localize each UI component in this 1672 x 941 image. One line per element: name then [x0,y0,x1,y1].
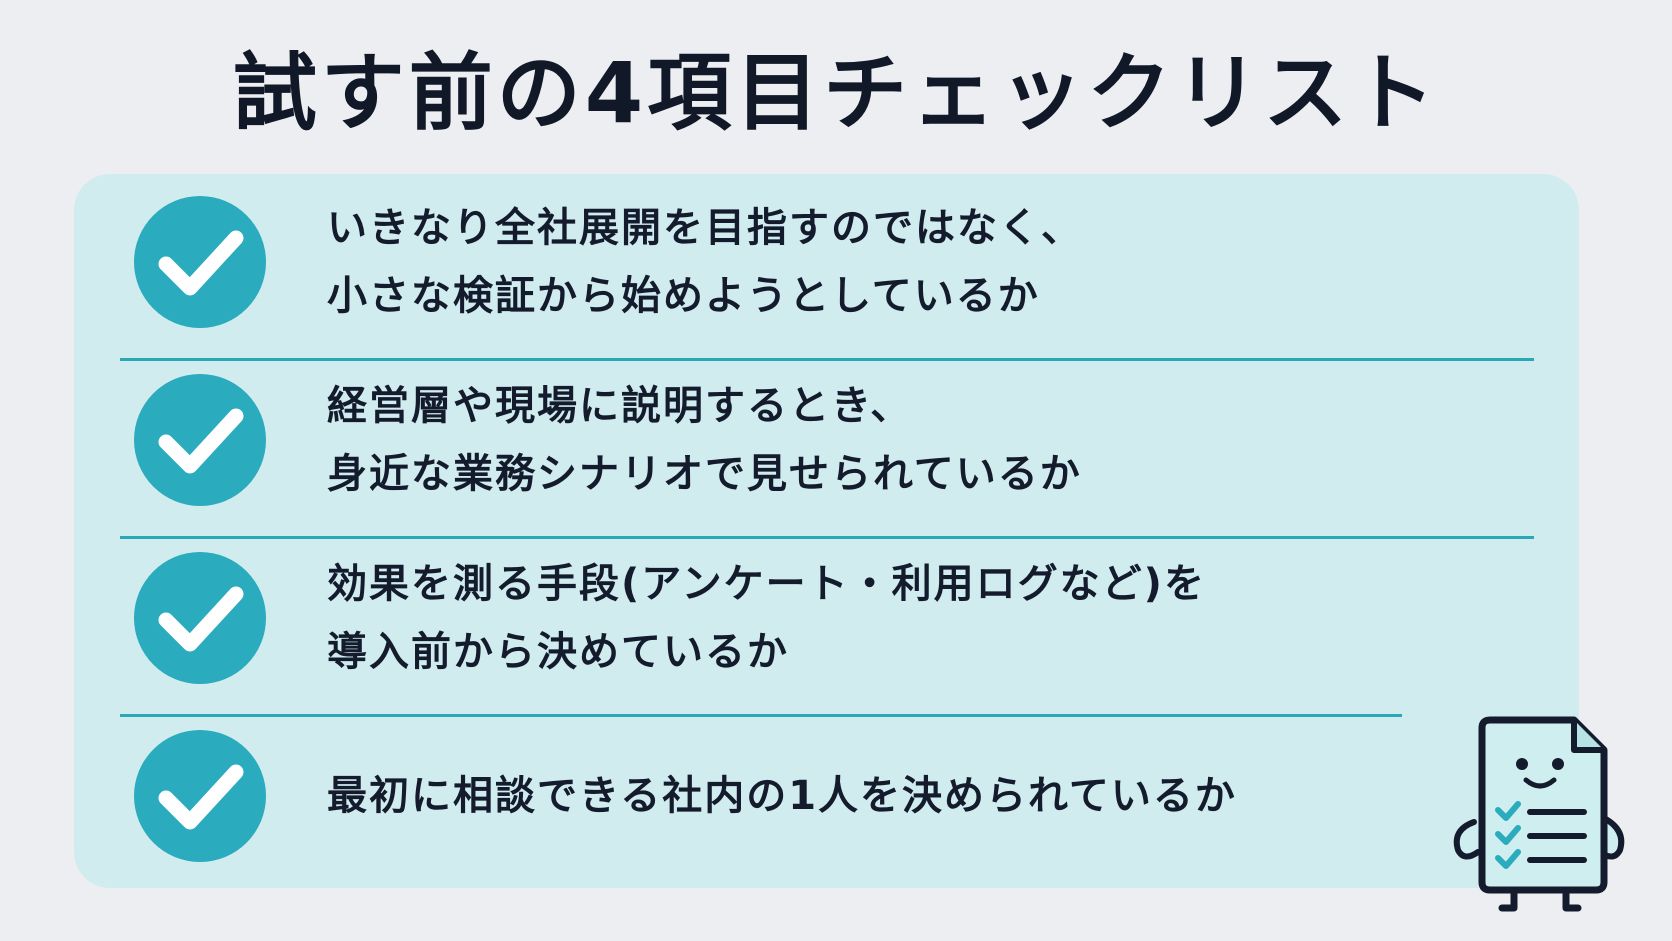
checklist-mascot-icon [1444,712,1634,916]
checklist-item-text: いきなり全社展開を目指すのではなく、 小さな検証から始めようとしているか [327,194,1083,330]
checklist-item-text: 最初に相談できる社内の1人を決められているか [327,762,1237,830]
checklist-item-line-2: 身近な業務シナリオで見せられているか [327,451,1082,497]
divider [120,536,1534,539]
check-circle-icon [134,196,266,328]
check-circle-icon [134,730,266,862]
checklist-card: いきなり全社展開を目指すのではなく、 小さな検証から始めようとしているか 経営層… [74,174,1579,888]
checklist-item-2: 経営層や現場に説明するとき、 身近な業務シナリオで見せられているか [134,370,1554,510]
checklist-item-4: 最初に相談できる社内の1人を決められているか [134,726,1554,866]
checklist-item-3: 効果を測る手段(アンケート・利用ログなど)を 導入前から決めているか [134,548,1554,688]
checklist-item-line-1: いきなり全社展開を目指すのではなく、 [327,205,1083,251]
checklist-item-line-2: 小さな検証から始めようとしているか [327,273,1040,319]
checklist-item-text: 経営層や現場に説明するとき、 身近な業務シナリオで見せられているか [327,372,1082,508]
divider [120,714,1402,717]
checklist-item-line-2: 導入前から決めているか [327,629,789,675]
check-circle-icon [134,374,266,506]
checklist-item-text: 効果を測る手段(アンケート・利用ログなど)を 導入前から決めているか [327,550,1206,686]
checklist-item-1: いきなり全社展開を目指すのではなく、 小さな検証から始めようとしているか [134,192,1554,332]
page-title: 試す前の4項目チェックリスト [232,44,1440,142]
checklist-item-line-1: 最初に相談できる社内の1人を決められているか [327,773,1237,819]
divider [120,358,1534,361]
check-circle-icon [134,552,266,684]
checklist-item-line-1: 効果を測る手段(アンケート・利用ログなど)を [327,561,1206,607]
checklist-item-line-1: 経営層や現場に説明するとき、 [327,383,913,429]
